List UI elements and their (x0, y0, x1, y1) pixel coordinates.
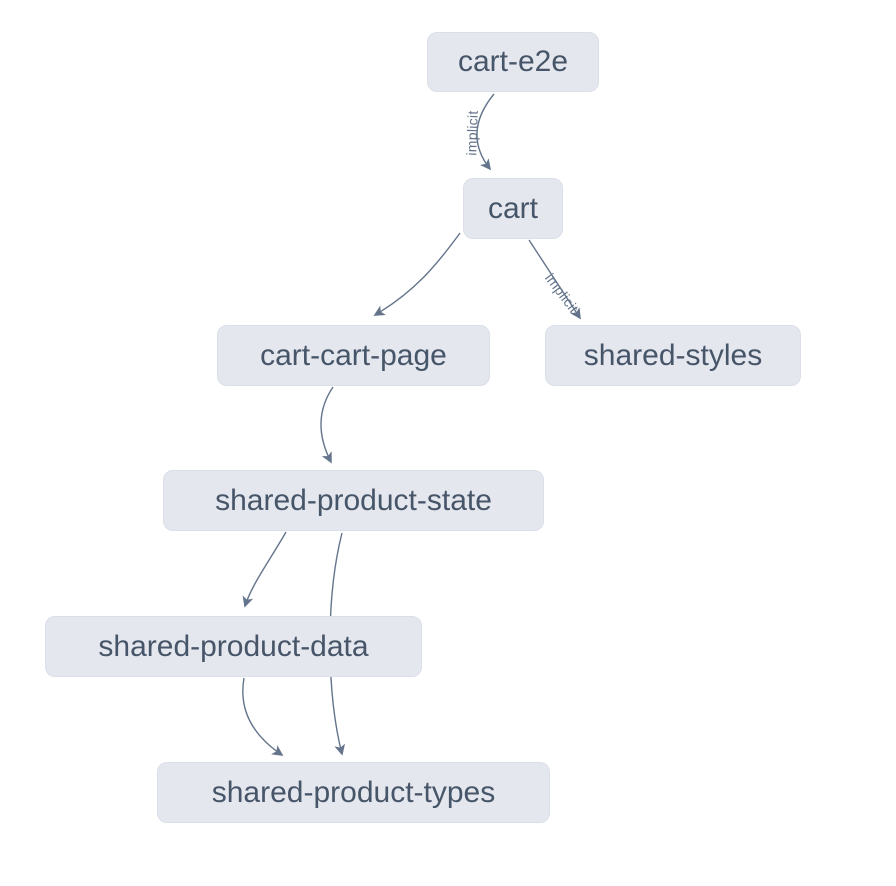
node-shared-product-data[interactable]: shared-product-data (45, 616, 422, 677)
edge-cart-to-cart-cart-page (373, 232, 461, 316)
node-label: cart-cart-page (260, 338, 447, 372)
edge-shared-product-state-to-shared-product-data (242, 531, 287, 608)
node-label: shared-product-types (211, 775, 496, 809)
node-shared-product-state[interactable]: shared-product-state (163, 470, 544, 531)
node-shared-styles[interactable]: shared-styles (545, 325, 801, 386)
node-label: shared-product-state (215, 483, 492, 517)
node-label: shared-product-data (98, 629, 369, 663)
edge-shared-product-data-to-shared-product-types (242, 677, 284, 756)
node-shared-product-types[interactable]: shared-product-types (157, 762, 550, 823)
node-label: shared-styles (583, 338, 763, 372)
edge-cart-to-shared-styles (528, 239, 581, 320)
node-label: cart (487, 191, 538, 225)
node-label: cart-e2e (457, 45, 569, 78)
node-cart[interactable]: cart (463, 178, 563, 239)
edge-cart-e2e-to-cart (476, 93, 495, 171)
node-cart-cart-page[interactable]: cart-cart-page (217, 325, 490, 386)
edge-cart-cart-page-to-shared-product-state (320, 386, 334, 464)
node-cart-e2e[interactable]: cart-e2e (427, 32, 599, 92)
